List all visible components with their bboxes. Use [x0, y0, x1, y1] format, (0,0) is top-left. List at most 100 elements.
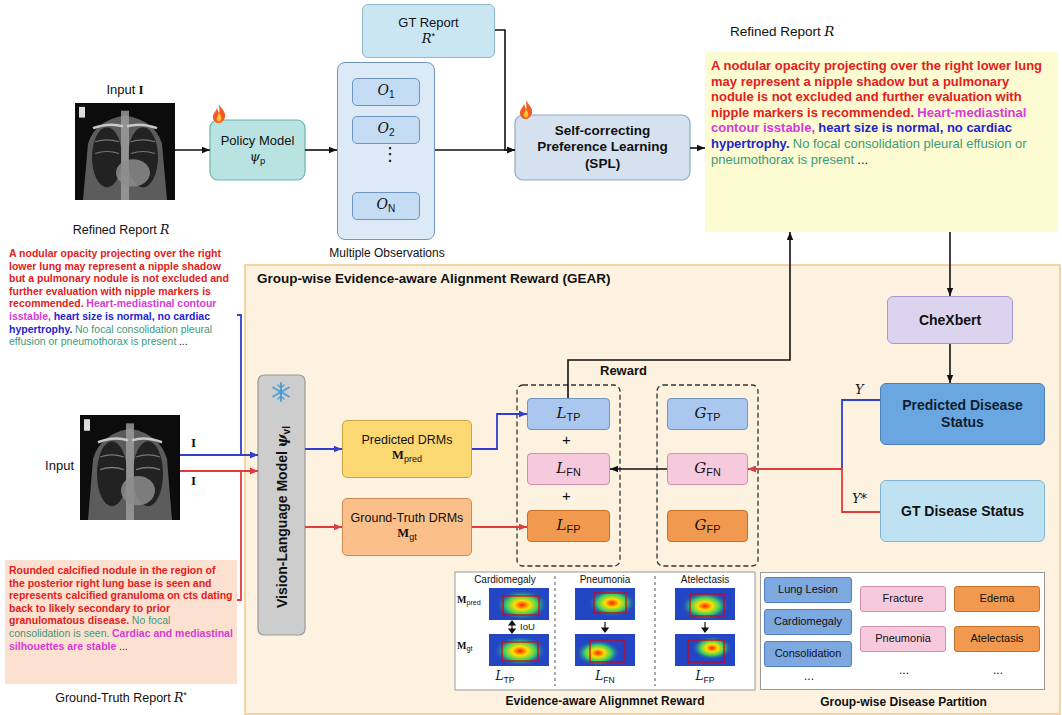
heatmap-part [496, 590, 548, 620]
heading-text: * [183, 690, 187, 700]
connector-arrow [472, 526, 527, 528]
connector-arrow [748, 469, 880, 512]
connector-arrow [305, 149, 337, 151]
loss-box: LTP [527, 398, 610, 430]
heading-text: Vision-Language Model [274, 451, 290, 608]
observation-box: ON [352, 192, 420, 220]
disease-box: Atelectasis [954, 626, 1040, 652]
heading-text: ... [804, 669, 814, 683]
status-box: GT Disease Status [880, 480, 1045, 542]
box-label: Predicted Disease Status [902, 397, 1023, 430]
heatmap [489, 588, 735, 666]
heatmap-part [503, 596, 539, 615]
heatmap-part [494, 636, 546, 666]
text-row: Pneumonia [875, 632, 931, 645]
text-row: GFN [694, 459, 720, 479]
connector-arrow [472, 414, 527, 449]
panel-arrows-part [509, 629, 515, 633]
snowflake-icon-part [278, 385, 284, 399]
heading-text: Refined Report [730, 24, 821, 39]
flame-icon-part [213, 104, 225, 123]
panel-arrows-part [702, 628, 708, 632]
text-row: Mgt [397, 526, 416, 542]
status-box: Predicted Disease Status [880, 383, 1045, 445]
box-label: Predicted DRMs [362, 433, 453, 447]
heading-text: Refined Report [73, 223, 157, 237]
box-label: Lung Lesion [778, 583, 838, 595]
heading-text: Cardiomegaly [474, 574, 536, 585]
connector-arrow [568, 232, 790, 398]
box-label: Atelectasis [970, 632, 1023, 644]
text-row: Group-wise Disease Partition [761, 695, 1046, 709]
heatmap-part [575, 588, 635, 620]
heading-text: Evidence-aware Alignmnet Reward [506, 694, 705, 708]
free-label: + [562, 488, 571, 505]
box-label: FP [567, 523, 581, 535]
vlm-box: Vision-Language Modelψvl [258, 375, 305, 635]
heading-text: vl [281, 426, 292, 434]
box-content: Consolidation [765, 642, 851, 666]
heading-text: Group-wise Evidence-aware Alignment Rewa… [257, 271, 611, 286]
text-row: Policy Model [221, 133, 295, 149]
connector-arrow [949, 232, 951, 296]
text-row: GT Disease Status [886, 503, 1039, 520]
heatmap-part [502, 642, 538, 661]
heatmap-part [688, 640, 724, 662]
drm-box: Ground-Truth DRMsMgt [342, 498, 472, 556]
disease-box: Fracture [860, 586, 946, 612]
box-label: FN [566, 466, 580, 478]
gear-region: Group-wise Evidence-aware Alignment Rewa… [245, 265, 1060, 714]
text-row: Lung Lesion [778, 583, 838, 596]
text-row: Consolidation [775, 647, 842, 660]
text-row: LTP [557, 404, 581, 424]
box-label: Edema [980, 592, 1015, 604]
policy-model-box: Policy Modelψp [210, 120, 305, 180]
box-content: Predicted DRMsMpred [343, 421, 471, 477]
box-label: Cardiomegaly [774, 615, 842, 627]
box-label: Policy Model [221, 133, 295, 148]
text-row: Multiple Observations [313, 246, 461, 260]
report-sentence: Rounded calcified nodule in the region o… [9, 564, 232, 626]
panel-divider [555, 576, 556, 686]
box-label: L [557, 404, 567, 422]
box-label: Fracture [883, 592, 924, 604]
box-content: LTP [528, 399, 609, 429]
box-label: O [377, 196, 388, 212]
panel-arrows-part [509, 621, 515, 625]
text-row: GT Report [398, 15, 458, 31]
heading-text: gt [466, 644, 472, 653]
report-text: Rounded calcified nodule in the region o… [5, 560, 237, 656]
heading-text: ... [993, 663, 1003, 677]
panel-arrows [509, 621, 708, 633]
heatmap-part [675, 634, 735, 666]
edge-label: Y* [850, 492, 869, 506]
box-content: GFP [668, 511, 747, 541]
heatmap-part [575, 634, 635, 666]
box-label: * [432, 31, 436, 41]
text-row: GFP [695, 516, 721, 536]
disease-box: Cardiomegaly [764, 609, 852, 635]
heatmap-part [588, 589, 636, 617]
heading-text: M [457, 640, 466, 651]
box-label: GT Disease Status [901, 503, 1024, 519]
heading-text: FP [703, 675, 714, 685]
box-content: Self-correcting Preference Learning (SPL… [515, 115, 690, 180]
heading-text: ... [899, 663, 909, 677]
text-row: Evidence-aware Alignmnet Reward [455, 694, 755, 708]
box-content: GTP [668, 399, 747, 429]
text-row: LFN [556, 459, 580, 479]
text-row: O2 [377, 120, 394, 139]
heading-text: Atelectasis [681, 574, 729, 585]
heading-text: L [696, 669, 704, 683]
text-row: Predicted DRMs [362, 433, 453, 448]
text-row: LFP [655, 669, 755, 685]
text-row: LFP [557, 516, 581, 536]
disease-box: Pneumonia [860, 626, 946, 652]
box-label: ψ [250, 149, 260, 164]
flame-icon [520, 100, 532, 119]
text-row: Mpred [457, 594, 481, 608]
box-label: 2 [389, 127, 395, 138]
edge-label: Y [853, 383, 866, 397]
text-row: CheXbert [919, 312, 981, 329]
